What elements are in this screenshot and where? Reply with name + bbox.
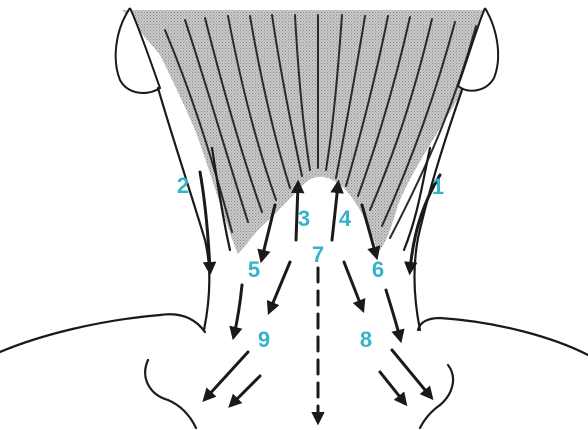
- label-5: 5: [248, 257, 260, 282]
- arrow-8-b: [392, 350, 430, 396]
- arrow-9-b: [206, 352, 248, 398]
- label-7: 7: [312, 242, 324, 267]
- label-3: 3: [298, 206, 310, 231]
- arrow-left-mid: [234, 285, 242, 335]
- arrow-9-c: [232, 376, 260, 404]
- arrow-right-mid: [386, 290, 400, 338]
- arrow-4-up-right: [332, 185, 338, 240]
- arrow-8-c: [380, 372, 404, 402]
- arrow-8-a: [344, 262, 362, 308]
- arrow-2-left-side: [200, 172, 210, 270]
- step-labels: 1 2 3 4 5 6 7 8 9: [177, 173, 444, 352]
- arrow-9-a: [270, 262, 290, 310]
- label-6: 6: [372, 257, 384, 282]
- label-9: 9: [258, 327, 270, 352]
- label-4: 4: [339, 206, 352, 231]
- label-1: 1: [432, 174, 444, 199]
- label-8: 8: [360, 327, 372, 352]
- label-2: 2: [177, 173, 189, 198]
